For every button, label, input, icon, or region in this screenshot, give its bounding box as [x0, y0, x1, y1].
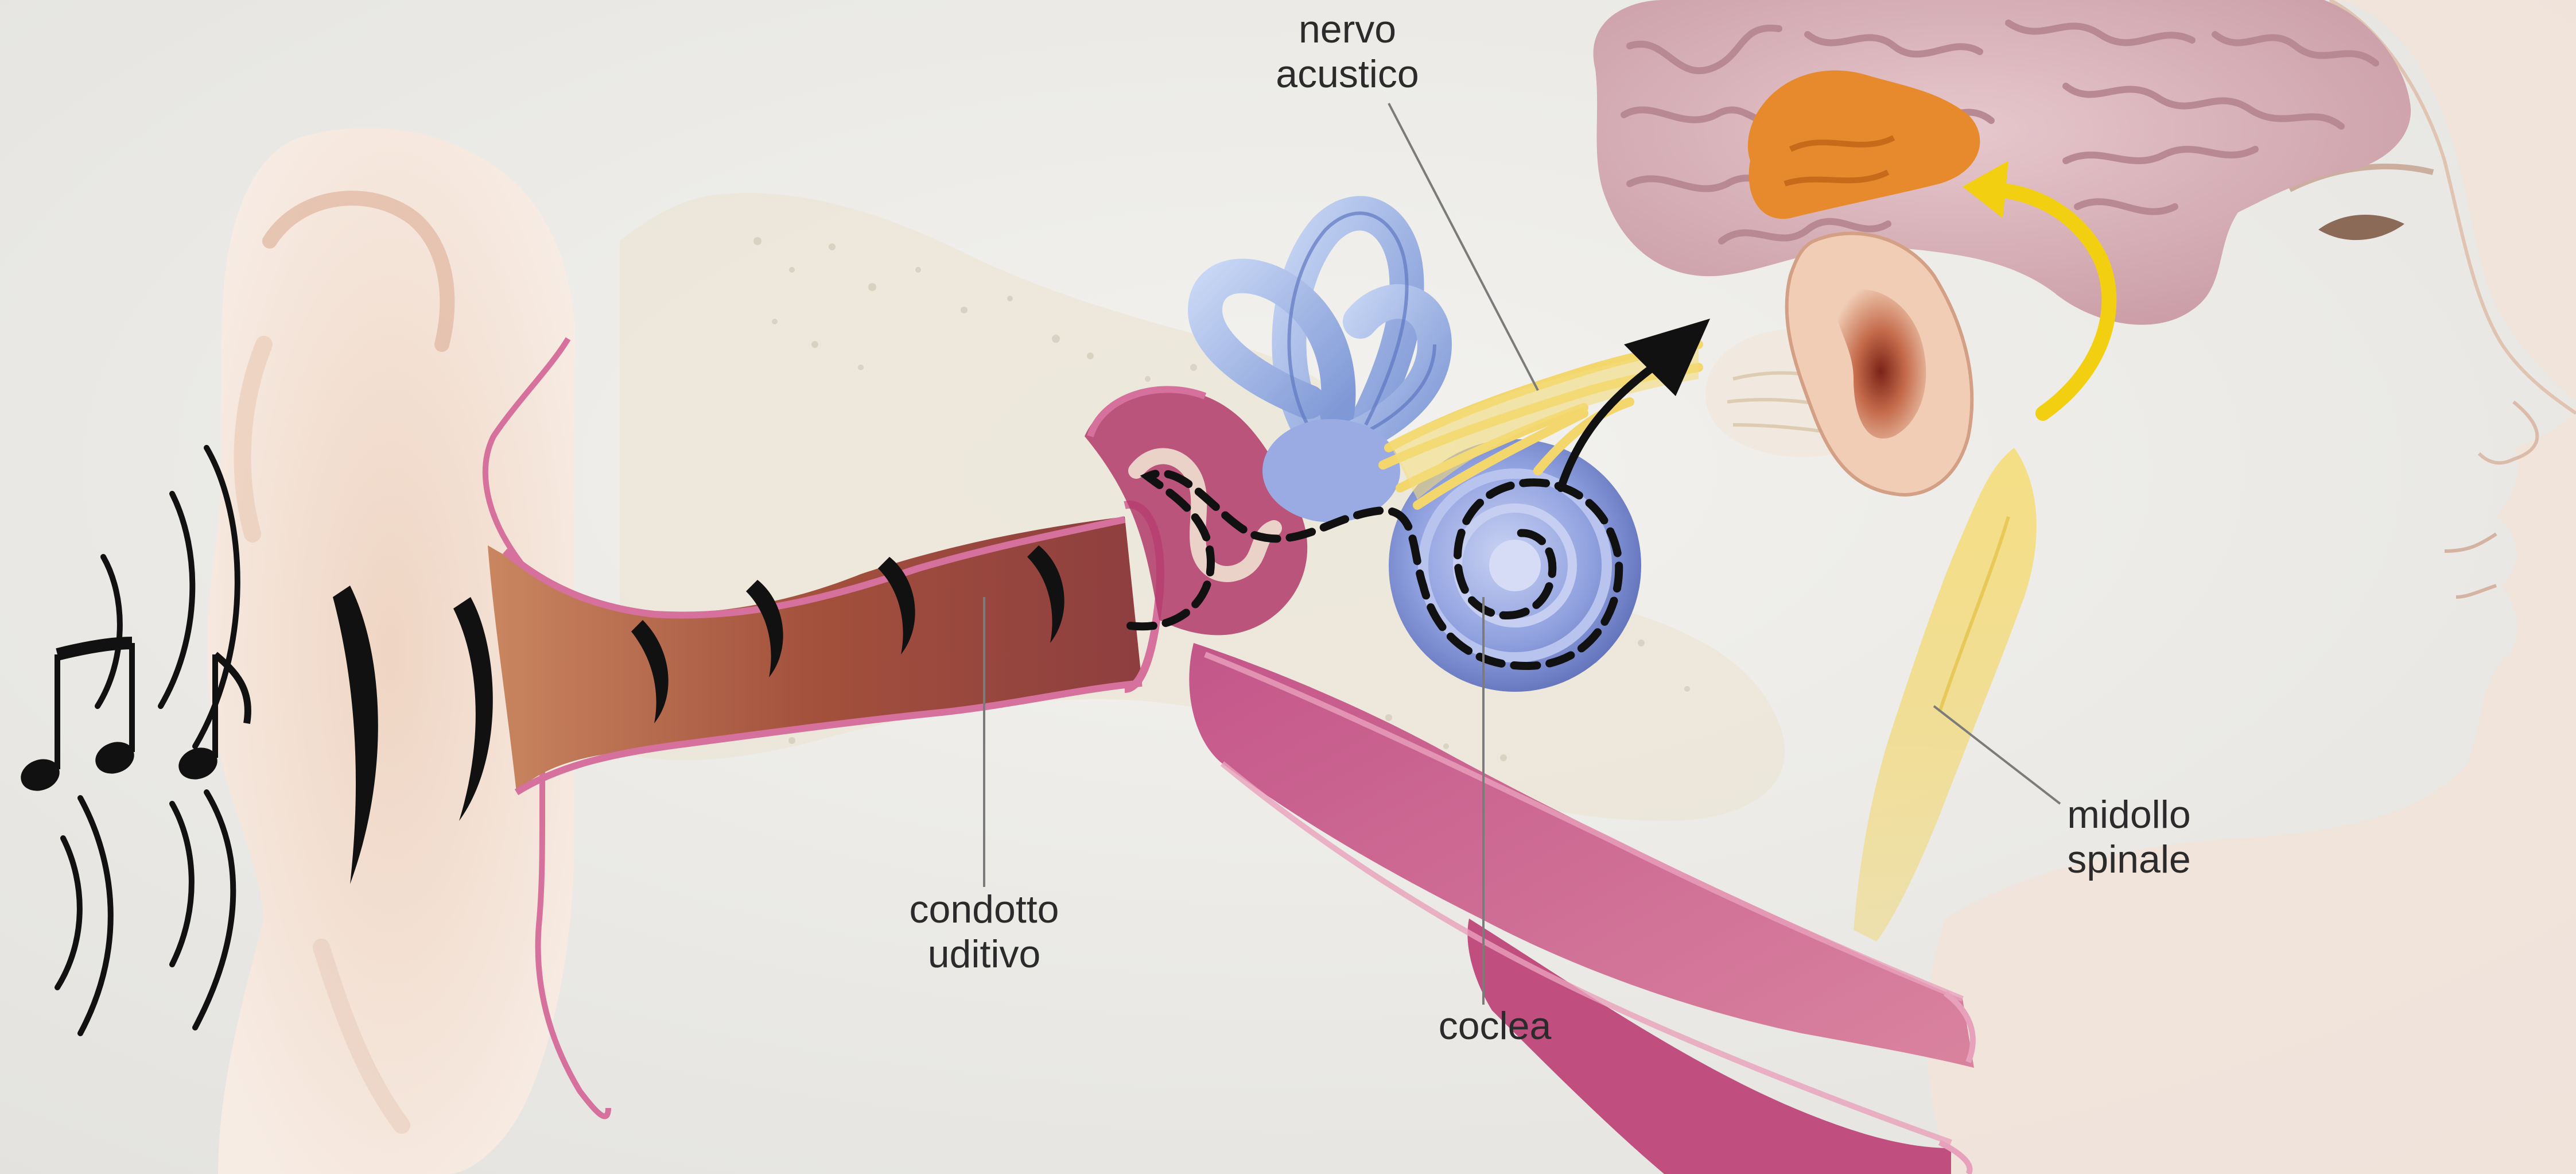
label-midollo-spinale-line2: spinale [2037, 837, 2221, 882]
label-nervo-acustico: nervo acustico [1256, 7, 1439, 96]
label-condotto-uditivo-line1: condotto [864, 887, 1105, 932]
label-coclea-text: coclea [1417, 1003, 1572, 1048]
label-coclea: coclea [1417, 1003, 1572, 1048]
label-nervo-acustico-line2: acustico [1256, 52, 1439, 96]
label-midollo-spinale-line1: midollo [2037, 792, 2221, 837]
label-condotto-uditivo-line2: uditivo [864, 932, 1105, 977]
label-condotto-uditivo: condotto uditivo [864, 887, 1105, 977]
label-nervo-acustico-line1: nervo [1256, 7, 1439, 52]
label-midollo-spinale: midollo spinale [2037, 792, 2221, 882]
